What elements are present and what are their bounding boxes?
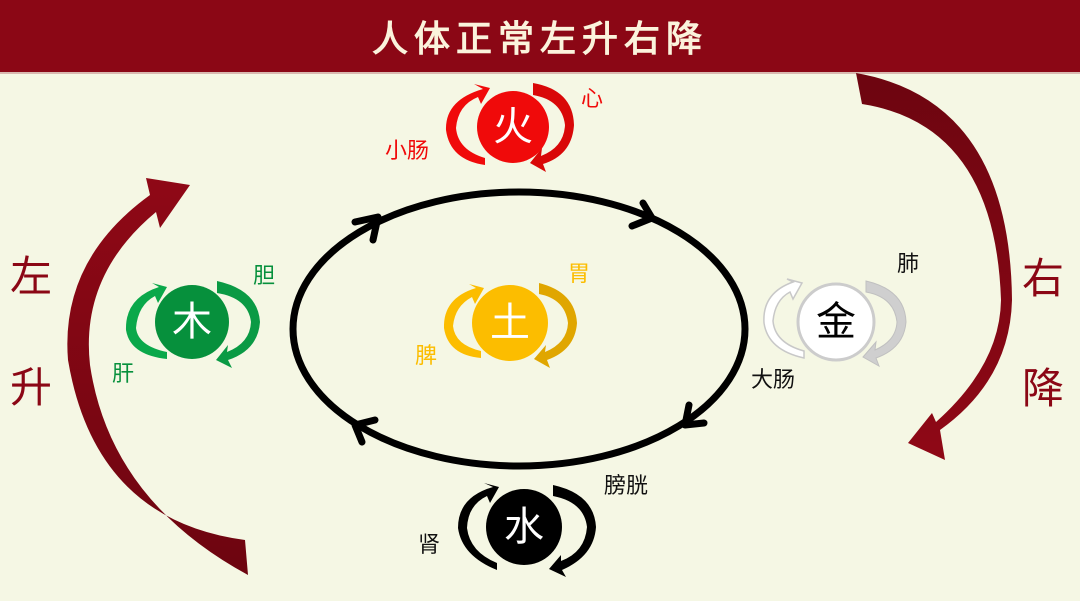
water-cycle-arrows-icon	[458, 483, 596, 577]
earth-element-label: 土	[490, 300, 530, 346]
fire-cycle-arrows-icon	[445, 83, 574, 172]
upward-curved-arrow-icon	[67, 178, 248, 575]
organ-bladder: 膀胱	[604, 474, 649, 499]
organ-stomach: 胃	[568, 262, 591, 287]
right-label-char-1: 右	[1022, 254, 1065, 303]
downward-curved-arrow-icon	[856, 73, 1012, 460]
organ-spleen: 脾	[415, 344, 438, 369]
organ-large-intestine: 大肠	[751, 368, 796, 393]
wood-element-label: 木	[172, 299, 212, 345]
metal-element-label: 金	[816, 299, 856, 345]
organ-gallbladder: 胆	[253, 264, 276, 289]
organ-kidney: 肾	[418, 533, 441, 558]
wood-circle	[155, 285, 229, 359]
metal-cycle-arrows-icon	[763, 278, 907, 368]
organ-small-intestine: 小肠	[385, 139, 430, 164]
left-label-char-2: 升	[10, 363, 53, 412]
earth-cycle-arrows-icon	[443, 283, 577, 368]
fire-element-label: 火	[493, 104, 533, 150]
fire-circle	[477, 91, 549, 163]
clockwise-ellipse-arrows-icon	[289, 188, 749, 470]
earth-circle	[472, 285, 548, 361]
organ-lung: 肺	[897, 252, 920, 277]
organ-liver: 肝	[112, 362, 135, 387]
page-title: 人体正常左升右降	[371, 18, 708, 60]
metal-circle	[796, 282, 876, 362]
left-label-char-1: 左	[10, 252, 53, 301]
organ-heart: 心	[581, 87, 604, 112]
water-circle	[486, 489, 562, 565]
wood-cycle-arrows-icon	[125, 281, 260, 368]
title-bar: 人体正常左升右降	[0, 0, 1080, 74]
water-element-label: 水	[504, 504, 544, 550]
right-label-char-2: 降	[1022, 364, 1065, 413]
